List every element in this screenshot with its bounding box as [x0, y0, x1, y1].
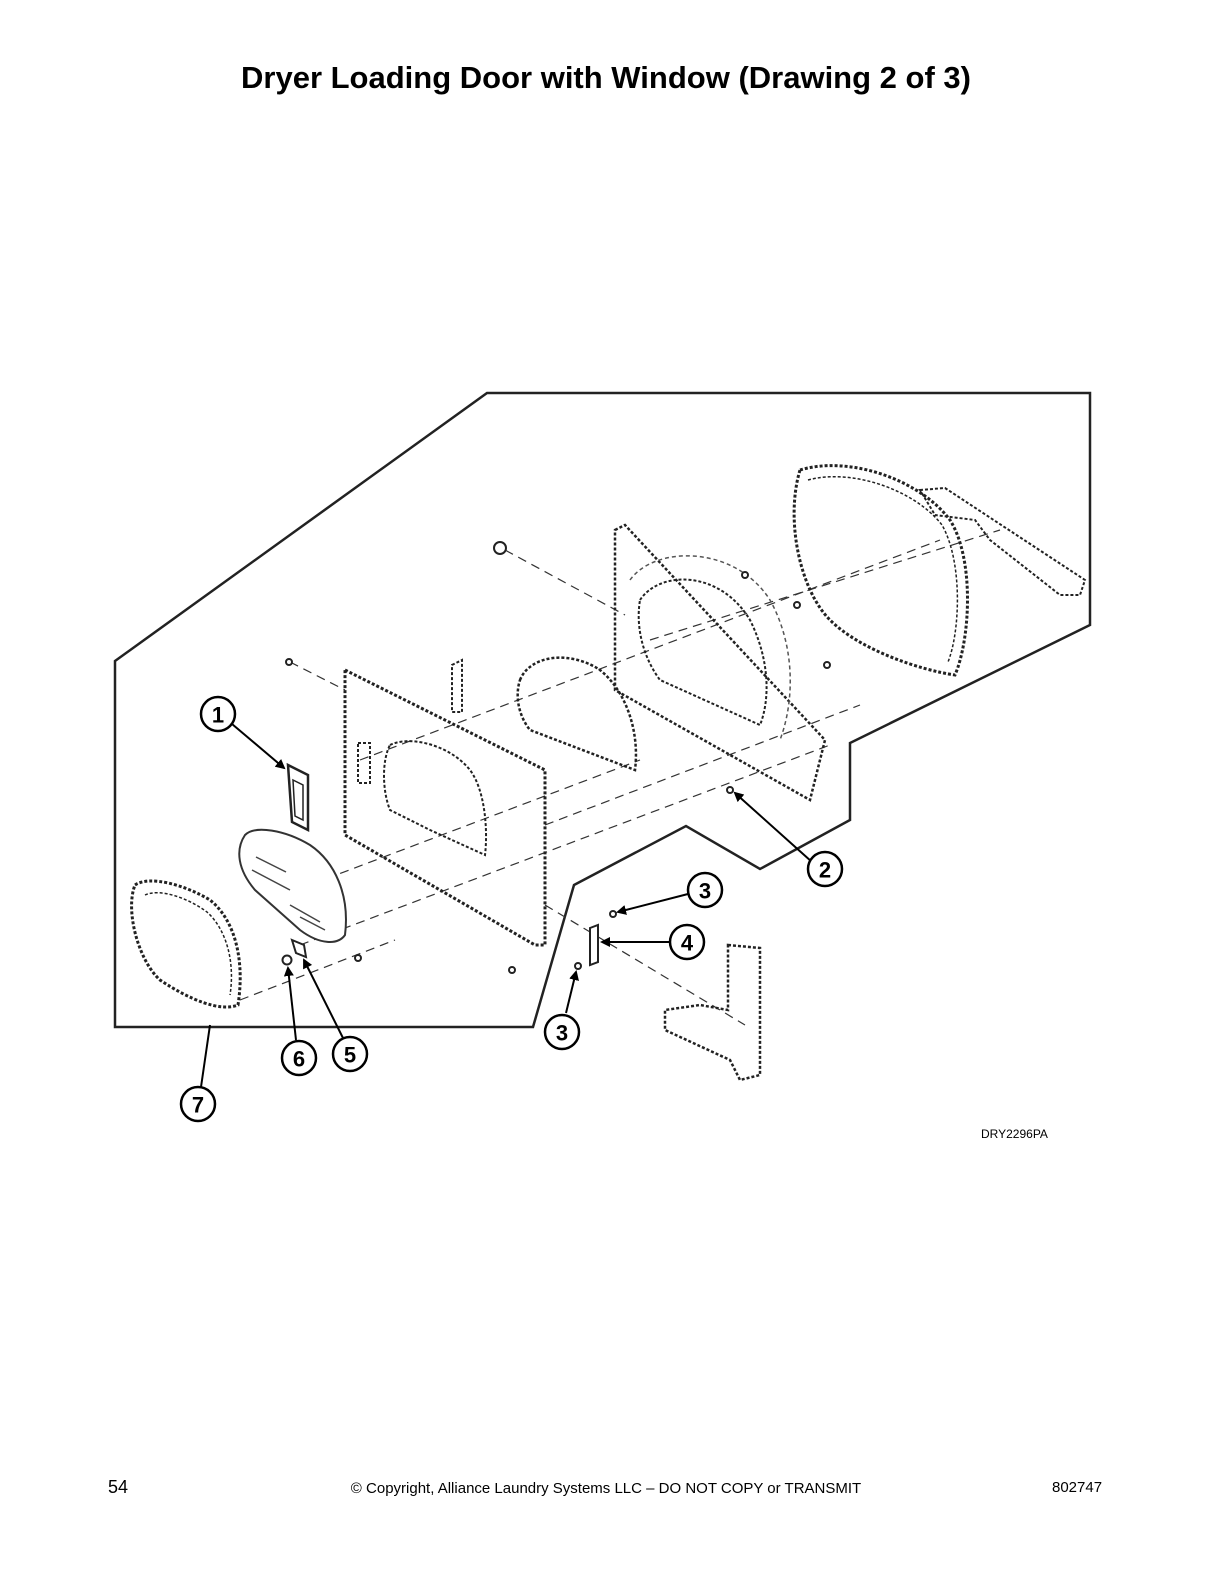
rear-door-gasket — [792, 464, 969, 677]
drawing-code: DRY2296PA — [981, 1127, 1048, 1141]
callout-circle-1 — [199, 695, 237, 733]
callout-circle-7 — [179, 1085, 217, 1123]
front-window-gasket — [130, 879, 242, 1009]
screws — [285, 541, 831, 974]
callout-circle-3-upper — [686, 871, 724, 909]
door-outline-boundary — [113, 391, 1092, 1029]
callout-circle-3-lower — [543, 1013, 581, 1051]
callout-label-7: 7 — [192, 1093, 204, 1118]
inner-window-glass — [516, 656, 638, 772]
footer-document-number: 802747 — [1052, 1479, 1103, 1496]
callout-circle-5 — [331, 1035, 369, 1073]
callout-label-3-lower: 3 — [556, 1021, 568, 1046]
callout-circle-2 — [806, 850, 844, 888]
callout-label-1: 1 — [212, 703, 224, 728]
callout-circle-6 — [280, 1039, 318, 1077]
callout-label-4: 4 — [681, 931, 694, 956]
callout-label-3-upper: 3 — [699, 879, 711, 904]
clip-nut — [281, 954, 293, 966]
inner-door-panel — [613, 523, 827, 802]
callout-circle-4 — [668, 923, 706, 961]
handle-slot — [357, 742, 371, 784]
page-title: Dryer Loading Door with Window (Drawing … — [241, 60, 971, 95]
callout-label-2: 2 — [819, 858, 831, 883]
cabinet-hinge-mount — [663, 943, 762, 1082]
door-handle — [286, 762, 310, 833]
window-clip — [290, 938, 308, 959]
hinge-bracket — [918, 486, 1087, 596]
footer-page-number: 54 — [108, 1477, 129, 1497]
leader-lines — [200, 723, 813, 1088]
callout-label-5: 5 — [344, 1043, 356, 1068]
door-window-cutout — [383, 740, 488, 857]
outer-window-glass — [238, 828, 347, 943]
outer-door-panel — [343, 667, 547, 947]
alignment-lines — [239, 529, 1001, 1026]
callout-label-6: 6 — [293, 1047, 305, 1072]
footer-copyright: © Copyright, Alliance Laundry Systems LL… — [350, 1480, 862, 1497]
hinge-plate — [589, 923, 599, 967]
callout-circles — [179, 695, 844, 1123]
glass-reflection-lines — [251, 856, 326, 931]
latch-bracket — [451, 658, 463, 713]
